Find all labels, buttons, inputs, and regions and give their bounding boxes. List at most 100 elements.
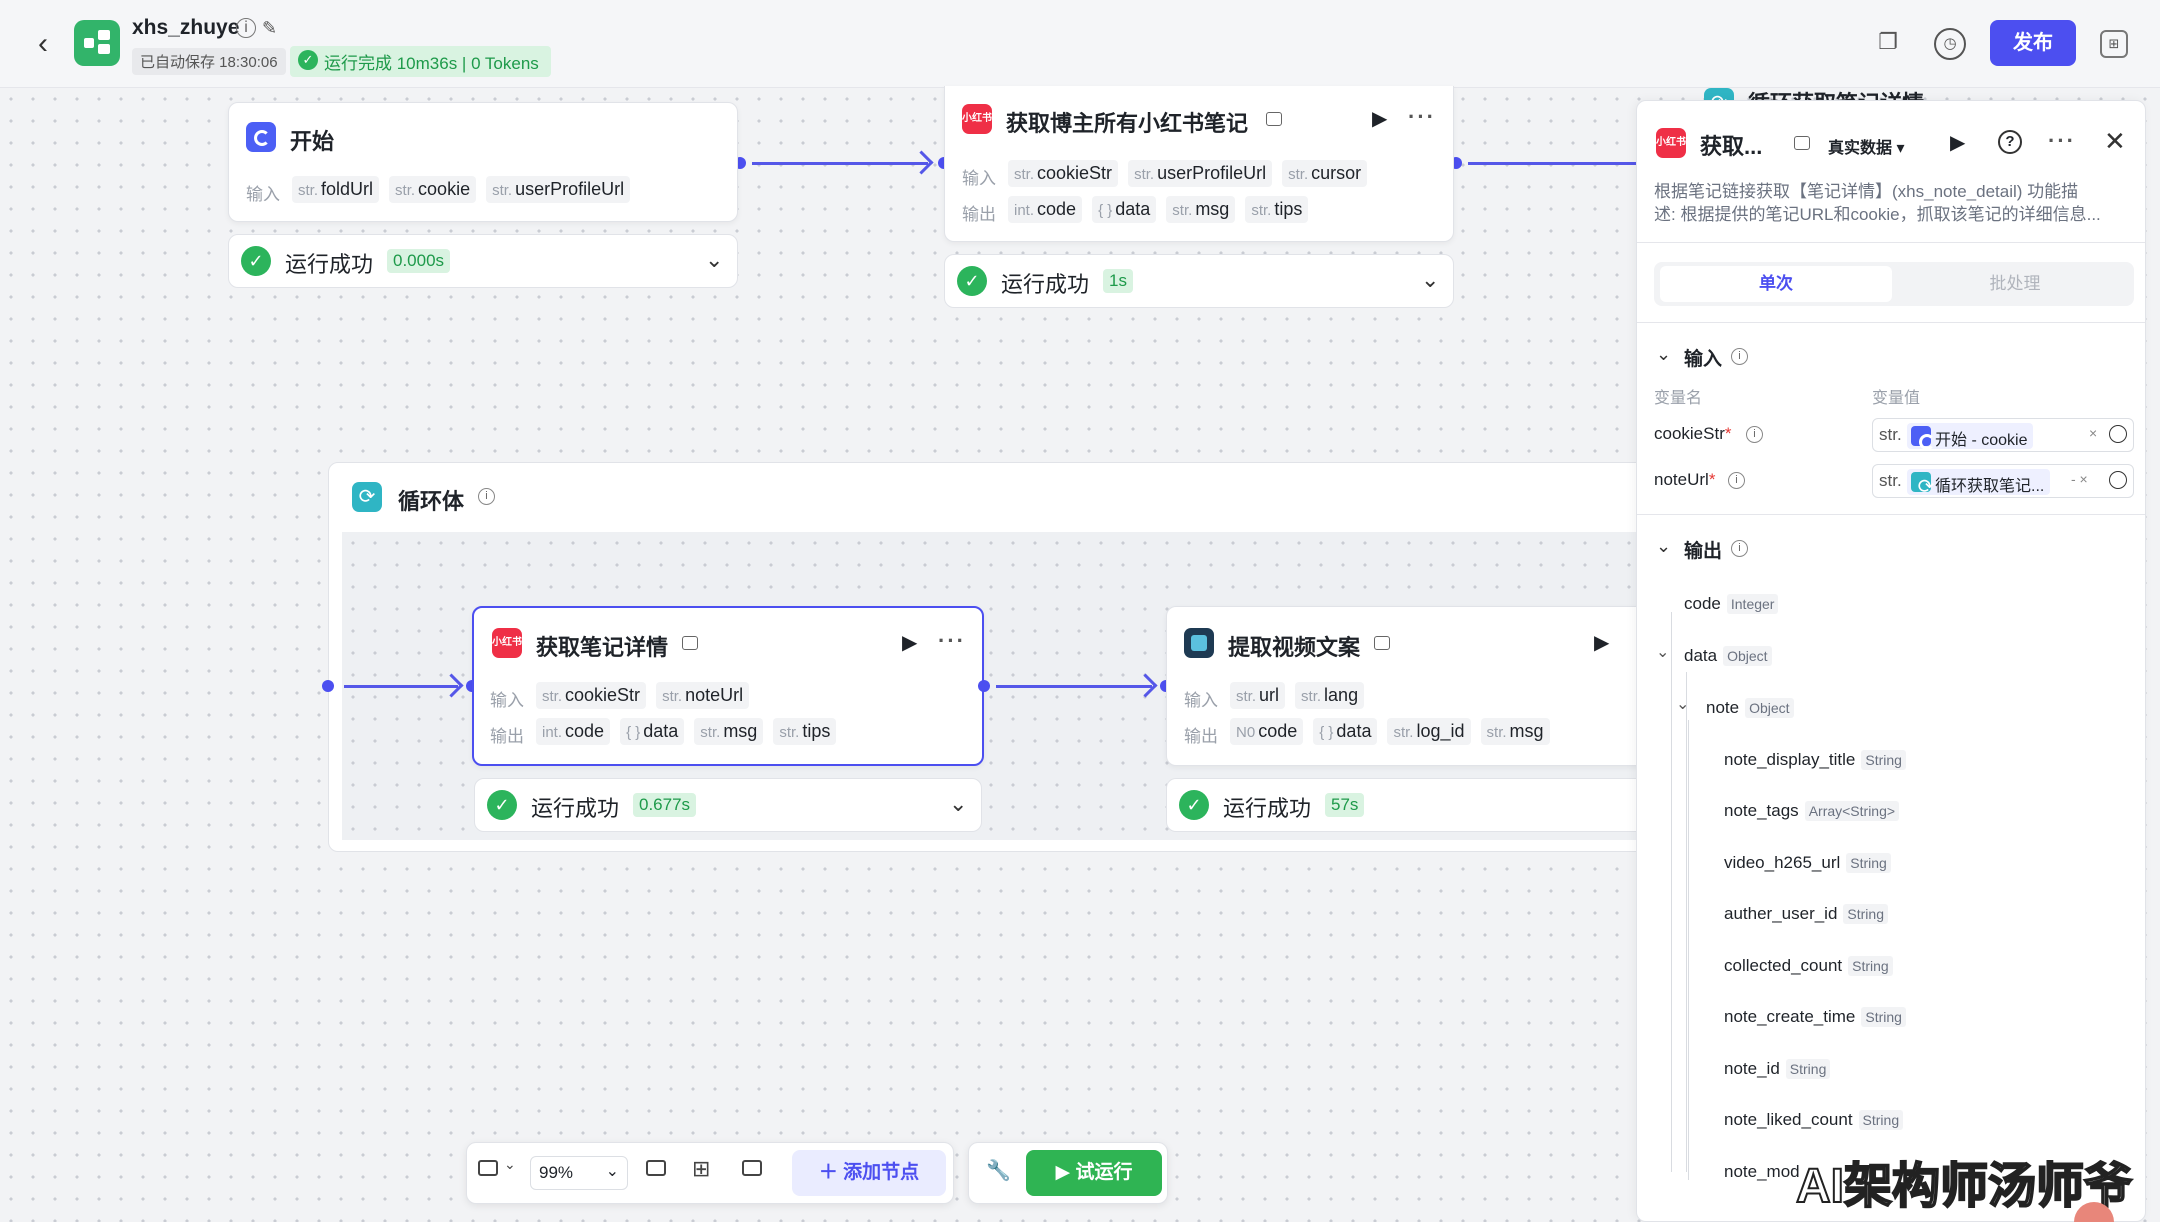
minimap-icon[interactable] [478,1160,498,1176]
close-icon[interactable]: ✕ [2104,126,2126,156]
node-start[interactable] [228,102,738,222]
run-status[interactable]: ✓ 运行成功 0.000s ⌄ [228,234,738,288]
input-chips: str.cookieStr str.noteUrl [536,682,750,709]
param-chip: int.code [536,718,611,745]
play-icon: ▶ [1055,1162,1071,1183]
ref-value: 循环获取笔记... [1935,478,2045,495]
wrench-icon[interactable]: 🔧 [986,1160,1011,1182]
param-chip: { }data [1313,718,1378,745]
input-label: 输入 [962,169,996,188]
input-section-title: 输入 [1684,349,1723,370]
node-title: 开始 [290,129,335,154]
chevron-down-icon[interactable]: ⌄ [1656,536,1672,556]
run-status[interactable]: ✓ 运行成功 0.677s ⌄ [474,778,982,832]
layout-icon[interactable]: ⊞ [692,1156,711,1181]
start-icon [246,122,276,152]
param-chip: str.foldUrl [292,176,380,203]
clear-icon[interactable]: - × [2071,471,2088,487]
chevron-down-icon[interactable]: ⌄ [1656,344,1672,364]
info-icon[interactable]: i [1731,348,1748,365]
history-icon[interactable]: ◷ [1934,28,1966,60]
publish-button[interactable]: 发布 [1990,20,2076,66]
info-icon[interactable]: i [1746,426,1763,443]
info-icon[interactable]: i [236,18,256,38]
trial-run-button[interactable]: ▶ 试运行 [1026,1150,1162,1196]
param-chip: str.msg [1480,718,1550,745]
chevron-down-icon[interactable]: ⌄ [1676,696,1690,713]
more-icon[interactable]: ··· [938,628,966,653]
edge-start-to-notes [752,162,928,165]
data-mode-select[interactable]: 真实数据 ▾ [1828,134,1905,158]
edit-icon[interactable]: ✎ [262,18,278,38]
success-icon: ✓ [487,790,517,820]
input-value-field[interactable]: str. 开始 - cookie × [1872,418,2134,452]
back-icon[interactable]: ‹ [38,27,48,60]
watermark: AI架构师汤师爷 [1795,1159,2133,1214]
info-icon[interactable]: i [1731,540,1748,557]
comment-icon[interactable] [646,1160,666,1176]
play-icon[interactable]: ▶ [1372,108,1388,130]
chevron-down-icon[interactable]: ⌄ [504,1156,516,1172]
app-logo-icon [74,20,120,66]
zoom-select[interactable]: 99%⌄ [530,1156,628,1190]
loop-icon [1911,472,1941,502]
target-icon[interactable] [2109,471,2127,489]
play-icon[interactable]: ▶ [1950,132,1966,154]
param-chip: str.log_id [1387,718,1471,745]
divider [1637,322,2145,323]
output-section-title: 输出 [1684,541,1723,562]
xiaohongshu-icon: 小红书 [1656,128,1686,158]
plugin-icon [682,636,698,650]
more-icon[interactable]: ··· [2048,128,2076,153]
loop-icon [352,482,382,512]
info-icon[interactable]: i [1728,472,1745,489]
loop-title: 循环体 [398,489,465,514]
output-port[interactable] [978,680,990,692]
tree-line [1686,672,1687,1172]
xiaohongshu-icon: 小红书 [962,104,992,134]
edge-notes-to-loop [1468,162,1648,165]
success-icon: ✓ [1179,790,1209,820]
caret-down-icon: ▾ [1896,140,1905,157]
help-icon[interactable]: ? [1998,130,2022,154]
param-chip: str.cookieStr [536,682,647,709]
param-chip: { }data [620,718,685,745]
output-field: note_mod [1724,1162,1800,1181]
play-icon[interactable]: ▶ [1594,632,1610,654]
col-var-value: 变量值 [1872,390,1921,407]
add-node-button[interactable]: ＋ 添加节点 [792,1150,946,1196]
play-icon[interactable]: ▶ [902,632,918,654]
node-title: 获取博主所有小红书笔记 [1006,111,1249,136]
chevron-down-icon[interactable]: ⌄ [1656,644,1670,661]
tab-single[interactable]: 单次 [1660,266,1892,302]
loop-input-port[interactable] [322,680,334,692]
param-chip: str.msg [694,718,764,745]
status-text: 运行成功 [1001,272,1090,297]
input-value-field[interactable]: str. 循环获取笔记... - × [1872,464,2134,502]
clear-icon[interactable]: × [2089,425,2098,441]
param-chip: str.cookie [389,176,477,203]
tab-batch[interactable]: 批处理 [1989,274,2041,293]
param-chip: str.lang [1295,682,1365,709]
success-icon: ✓ [957,266,987,296]
chevron-down-icon[interactable]: ⌄ [1421,267,1440,292]
copy-icon[interactable]: ❐ [1878,29,1898,54]
input-label: 输入 [1184,691,1218,710]
more-icon[interactable]: ··· [1408,104,1436,129]
panel-description: 根据笔记链接获取【笔记详情】(xhs_note_detail) 功能描 述: 根… [1654,180,2134,226]
plugin-icon [1374,636,1390,650]
target-icon[interactable] [2109,425,2127,443]
run-status[interactable]: ✓ 运行成功 57s [1166,778,1646,832]
panel-toggle-icon[interactable]: ⊞ [2100,30,2128,58]
chevron-down-icon[interactable]: ⌄ [705,247,724,272]
add-node-label: 添加节点 [843,1162,920,1183]
chevron-down-icon[interactable]: ⌄ [949,791,968,816]
run-status[interactable]: ✓ 运行成功 1s ⌄ [944,254,1454,308]
fit-view-icon[interactable] [742,1160,762,1176]
info-icon[interactable]: i [478,488,495,505]
